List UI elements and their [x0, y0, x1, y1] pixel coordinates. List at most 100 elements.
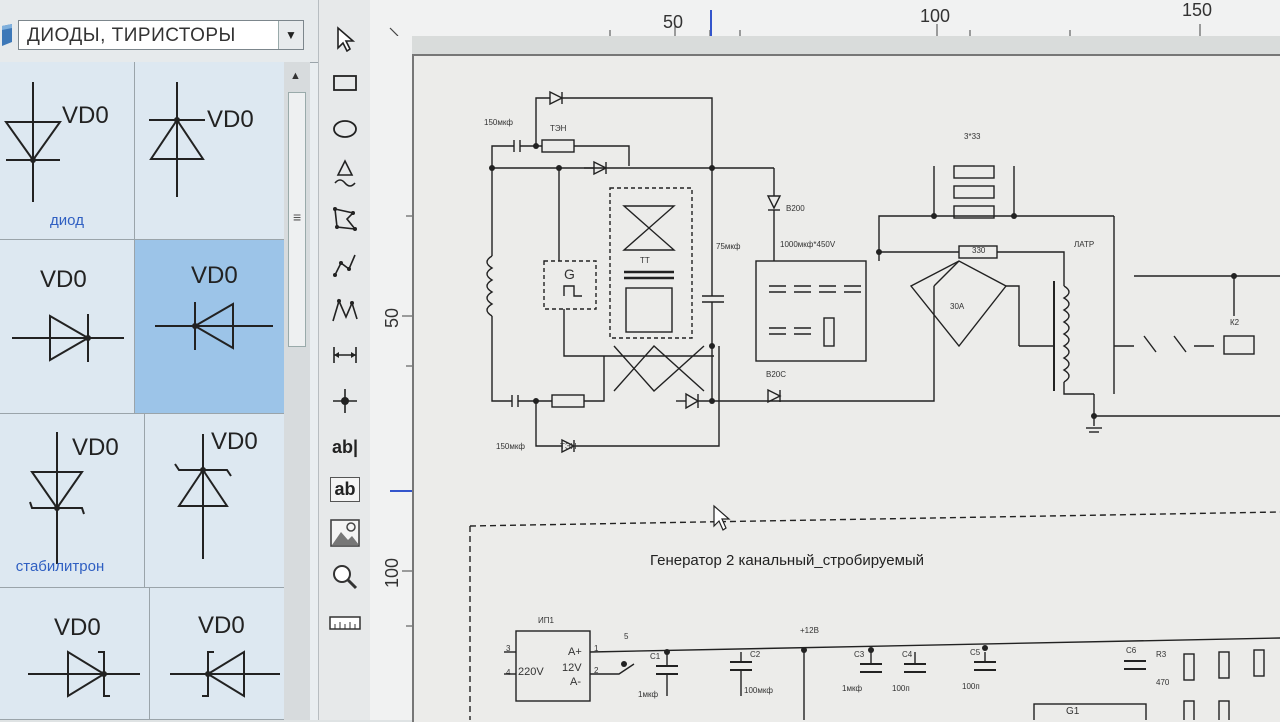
bezier-icon — [332, 298, 358, 322]
schottky-diode-icon — [28, 650, 140, 698]
label-c3: C3 — [854, 650, 865, 659]
diode-right-icon — [12, 314, 124, 362]
label-100n-b: 100п — [962, 682, 980, 691]
label-pin1: 1 — [594, 644, 599, 653]
schematic-drawing — [469, 90, 1280, 720]
polygon-tool[interactable] — [325, 200, 365, 238]
ellipse-tool[interactable] — [325, 110, 365, 148]
cell-reference: VD0 — [72, 434, 119, 461]
component-library-panel: ДИОДЫ, ТИРИСТОРЫ ▼ VD0 диод VD0 — [0, 0, 318, 720]
zoom-tool[interactable] — [325, 558, 365, 596]
dimension-icon — [333, 347, 357, 363]
cell-reference: VD0 — [207, 106, 254, 133]
cell-reference: VD0 — [191, 262, 238, 289]
label-c75: 75мкф — [716, 242, 741, 251]
scroll-up-icon[interactable]: ▲ — [290, 70, 301, 82]
rectangle-tool[interactable] — [325, 64, 365, 102]
select-tool[interactable] — [325, 20, 365, 58]
label-ten-bottom: ТЭН — [560, 442, 577, 451]
label-pin3: 3 — [506, 644, 511, 653]
label-220v: 220V — [518, 666, 544, 678]
library-cell-diode-left-selected[interactable]: VD0 — [135, 240, 285, 414]
label-c4: C4 — [902, 650, 913, 659]
drawing-canvas[interactable]: 150мкф ТЭН 150мкф ТЭН TT G 75мкф B200 B2… — [412, 36, 1280, 722]
cell-reference: VD0 — [62, 102, 109, 129]
label-12v: 12V — [562, 662, 582, 674]
ruler-ticks-vertical — [390, 215, 412, 627]
horizontal-ruler: 50 100 150 — [370, 0, 1280, 37]
library-cell-zener[interactable]: VD0 стабилитрон — [0, 414, 145, 588]
label-c1: C1 — [650, 652, 661, 661]
ruler-label-50-vertical: 50 — [382, 307, 402, 328]
ruler-label-100-vertical: 100 — [382, 557, 402, 588]
label-100n-a: 100п — [892, 684, 910, 693]
generator-title: Генератор 2 канальный_стробируемый — [650, 552, 925, 569]
label-b200-top: B200 — [786, 204, 805, 213]
ruler-ticks — [389, 10, 1201, 36]
label-bridge: 30A — [950, 302, 965, 311]
label-r470: 470 — [1156, 678, 1170, 687]
label-tt: TT — [640, 256, 650, 265]
symbol-grid: VD0 диод VD0 VD0 — [0, 62, 290, 720]
polyline-icon — [333, 254, 356, 277]
junction-icon — [333, 389, 357, 413]
library-cell-schottky[interactable]: VD0 — [0, 588, 150, 720]
bezier-tool[interactable] — [325, 292, 365, 330]
library-header: ДИОДЫ, ТИРИСТОРЫ ▼ — [0, 0, 318, 63]
text-box-tool[interactable]: ab — [325, 470, 365, 508]
label-g1: G1 — [1066, 706, 1080, 717]
label-1mkf-b: 1мкф — [842, 684, 863, 693]
scrollbar-thumb[interactable]: ≡ — [288, 92, 306, 347]
library-cell-schottky-left[interactable]: VD0 — [150, 588, 290, 720]
text-tool-label: ab| — [331, 436, 359, 457]
library-scrollbar[interactable]: ▲ ≡ — [284, 62, 310, 720]
label-12v-plus: +12В — [800, 626, 819, 635]
ellipse-icon — [333, 120, 357, 138]
category-select[interactable]: ДИОДЫ, ТИРИСТОРЫ ▼ — [18, 20, 304, 50]
schottky-diode-left-icon — [170, 650, 280, 698]
label-ten-top: ТЭН — [550, 124, 567, 133]
vertical-ruler: 50 100 — [370, 36, 413, 720]
cell-caption: диод — [50, 212, 84, 229]
label-node5: 5 — [624, 632, 629, 641]
label-generator-g: G — [564, 266, 575, 282]
arc-tool[interactable] — [325, 154, 365, 192]
cell-reference: VD0 — [211, 428, 258, 455]
label-b200-bottom: B20C — [766, 370, 787, 379]
image-tool[interactable] — [325, 514, 365, 552]
chevron-down-icon[interactable]: ▼ — [278, 21, 303, 49]
label-c5: C5 — [970, 648, 981, 657]
tool-palette: ab| ab — [318, 0, 372, 720]
cell-caption: стабилитрон — [15, 558, 105, 575]
magnifier-icon — [333, 565, 358, 590]
library-cell-diode[interactable]: VD0 диод — [0, 62, 135, 240]
library-cell-zener-up[interactable]: VD0 — [145, 414, 290, 588]
label-pin4: 4 — [506, 668, 511, 677]
library-cell-diode-right[interactable]: VD0 — [0, 240, 135, 414]
polygon-icon — [333, 207, 357, 231]
label-c150-top: 150мкф — [484, 118, 513, 127]
text-box-tool-label: ab — [330, 476, 360, 502]
ruler-icon — [329, 616, 361, 630]
text-tool[interactable]: ab| — [325, 428, 365, 466]
dimension-tool[interactable] — [325, 336, 365, 374]
ruler-label-50: 50 — [663, 12, 684, 32]
label-a-plus: A+ — [568, 646, 582, 658]
diode-up-icon — [149, 82, 205, 197]
category-value: ДИОДЫ, ТИРИСТОРЫ — [27, 25, 236, 46]
ruler-label-100: 100 — [920, 6, 951, 26]
library-cell-diode-up[interactable]: VD0 — [135, 62, 285, 240]
polyline-tool[interactable] — [325, 246, 365, 284]
cell-reference: VD0 — [198, 612, 245, 639]
label-ip1: ИП1 — [538, 616, 554, 625]
label-k2: К2 — [1230, 318, 1240, 327]
arc-icon — [334, 159, 356, 187]
junction-tool[interactable] — [325, 382, 365, 420]
cell-reference: VD0 — [54, 614, 101, 641]
label-c2: C2 — [750, 650, 761, 659]
zener-diode-up-icon — [174, 434, 232, 559]
cursor-arrow-icon — [337, 26, 356, 52]
schematic-sheet[interactable]: 150мкф ТЭН 150мкф ТЭН TT G 75мкф B200 B2… — [412, 54, 1280, 722]
measure-tool[interactable] — [325, 604, 365, 642]
diode-down-icon — [4, 82, 62, 202]
